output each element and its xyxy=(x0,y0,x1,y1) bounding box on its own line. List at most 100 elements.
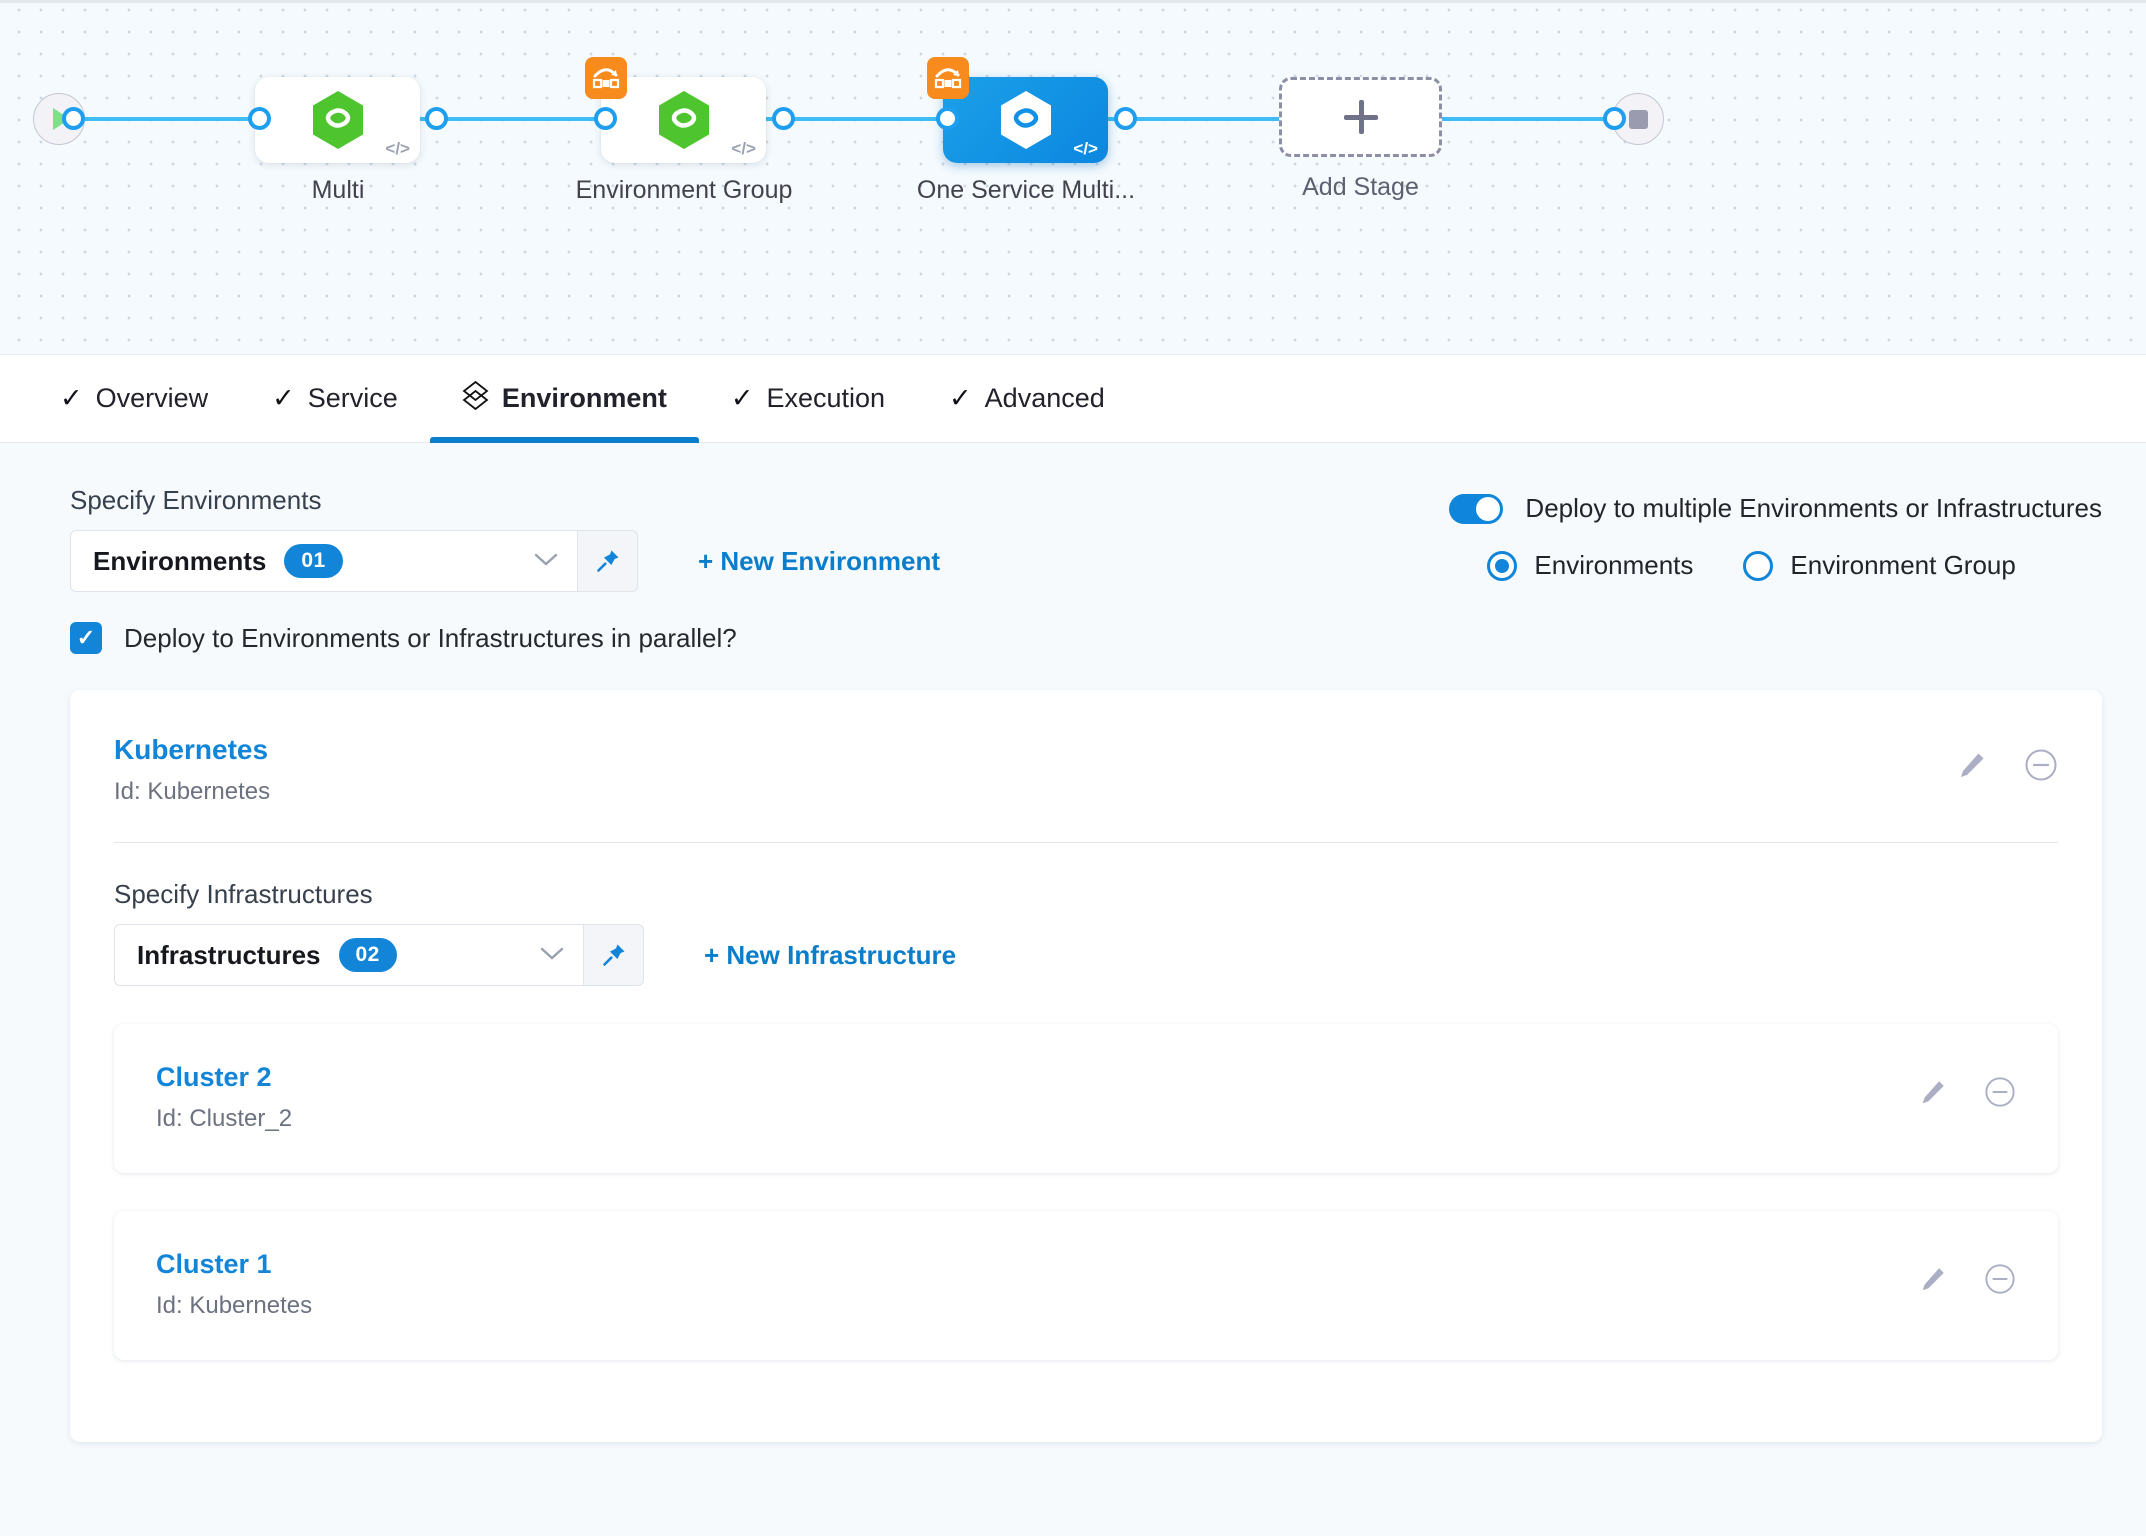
tab-execution[interactable]: ✓ Execution xyxy=(699,355,917,443)
minus-circle-icon xyxy=(1985,1077,2015,1107)
harness-hex-icon xyxy=(312,91,363,149)
multi-deploy-toggle-label: Deploy to multiple Environments or Infra… xyxy=(1525,493,2102,523)
parallel-deploy-row[interactable]: ✓ Deploy to Environments or Infrastructu… xyxy=(0,592,2146,654)
tab-label: Environment xyxy=(501,383,667,413)
new-environment-link[interactable]: + New Environment xyxy=(698,545,940,576)
tab-overview[interactable]: ✓ Overview xyxy=(28,355,240,443)
environments-header-row: Specify Environments Environments 01 xyxy=(0,443,2146,592)
pin-icon xyxy=(596,550,618,572)
edit-infrastructure-button[interactable] xyxy=(1918,1264,1948,1294)
connector-port[interactable] xyxy=(936,107,959,130)
parallel-deploy-checkbox[interactable]: ✓ xyxy=(70,622,102,654)
radio-unselected-icon xyxy=(1743,550,1774,581)
radio-environments[interactable]: Environments xyxy=(1487,550,1693,581)
pin-infrastructures-button[interactable] xyxy=(584,924,644,986)
pin-icon xyxy=(602,944,624,966)
multi-deploy-group: Deploy to multiple Environments or Infra… xyxy=(1449,485,2102,592)
connector-port[interactable] xyxy=(1114,107,1137,130)
matrix-strategy-icon xyxy=(585,57,627,99)
infrastructure-card: Cluster 1 Id: Kubernetes xyxy=(114,1211,2058,1360)
tab-label: Execution xyxy=(766,383,886,413)
infrastructure-id: Id: Kubernetes xyxy=(156,1292,313,1319)
harness-hex-icon xyxy=(658,91,709,149)
check-icon: ✓ xyxy=(730,383,754,413)
pipeline-canvas[interactable]: </> Multi </> Environment Group xyxy=(0,0,2146,355)
multi-deploy-toggle[interactable] xyxy=(1449,493,1504,524)
remove-environment-button[interactable] xyxy=(2024,748,2058,782)
radio-label: Environment Group xyxy=(1790,550,2016,580)
specify-environments-label: Specify Environments xyxy=(70,485,322,515)
environment-panel: Specify Environments Environments 01 xyxy=(0,443,2146,1536)
infrastructures-select-value: Infrastructures xyxy=(137,939,321,970)
layers-icon xyxy=(462,380,489,417)
infrastructures-count-badge: 02 xyxy=(338,938,397,972)
tab-service[interactable]: ✓ Service xyxy=(240,355,430,443)
tab-label: Service xyxy=(307,383,398,413)
environments-count-badge: 01 xyxy=(284,544,343,578)
radio-label: Environments xyxy=(1534,550,1694,580)
matrix-strategy-icon xyxy=(927,57,969,99)
specify-environments-group: Specify Environments Environments 01 xyxy=(70,485,940,592)
pencil-icon xyxy=(1961,753,1984,777)
environments-select[interactable]: Environments 01 xyxy=(70,530,578,592)
pipeline-wire xyxy=(1022,117,1287,121)
infrastructure-name[interactable]: Cluster 1 xyxy=(156,1249,272,1279)
infrastructure-id: Id: Cluster_2 xyxy=(156,1105,293,1132)
tab-advanced[interactable]: ✓ Advanced xyxy=(917,355,1137,443)
pipeline-wire xyxy=(1434,117,1629,121)
radio-environment-group[interactable]: Environment Group xyxy=(1743,550,2016,581)
chevron-down-icon xyxy=(539,941,565,969)
plus-icon xyxy=(1343,100,1378,134)
pencil-icon xyxy=(1922,1081,1944,1104)
connector-port[interactable] xyxy=(594,107,617,130)
new-infrastructure-link[interactable]: + New Infrastructure xyxy=(704,939,957,970)
specify-infrastructures-group: Specify Infrastructures Infrastructures … xyxy=(114,843,2058,1360)
remove-infrastructure-button[interactable] xyxy=(1984,1076,2016,1108)
specify-infrastructures-label: Specify Infrastructures xyxy=(114,879,373,909)
tab-label: Advanced xyxy=(984,383,1105,413)
pipeline-wire xyxy=(768,117,1028,121)
edit-infrastructure-button[interactable] xyxy=(1918,1077,1948,1107)
connector-port[interactable] xyxy=(248,107,271,130)
minus-circle-icon xyxy=(2025,749,2057,781)
code-icon[interactable]: </> xyxy=(731,139,756,158)
tab-environment[interactable]: Environment xyxy=(429,355,699,443)
stop-icon xyxy=(1628,109,1648,129)
pin-environments-button[interactable] xyxy=(578,530,638,592)
pencil-icon xyxy=(1922,1268,1944,1291)
pipeline-wire xyxy=(72,117,262,121)
connector-port[interactable] xyxy=(62,107,85,130)
card-divider xyxy=(114,842,2058,843)
connector-port[interactable] xyxy=(425,107,448,130)
check-icon: ✓ xyxy=(949,383,972,413)
connector-port[interactable] xyxy=(772,107,795,130)
toggle-knob xyxy=(1476,496,1501,521)
infrastructure-card: Cluster 2 Id: Cluster_2 xyxy=(114,1024,2058,1173)
environment-card: Kubernetes Id: Kubernetes xyxy=(70,690,2102,1442)
chevron-down-icon xyxy=(533,547,559,575)
remove-infrastructure-button[interactable] xyxy=(1984,1263,2016,1295)
minus-circle-icon xyxy=(1985,1264,2015,1294)
environment-name[interactable]: Kubernetes xyxy=(114,734,269,765)
add-stage-label: Add Stage xyxy=(1302,173,1419,201)
check-icon: ✓ xyxy=(60,383,83,413)
stage-tabbar: ✓ Overview ✓ Service Environment ✓ Execu… xyxy=(0,355,2146,443)
stage-label: One Service Multi... xyxy=(916,176,1136,204)
tab-label: Overview xyxy=(95,383,209,413)
check-icon: ✓ xyxy=(272,383,295,413)
environment-id: Id: Kubernetes xyxy=(114,778,271,805)
radio-selected-icon xyxy=(1487,550,1518,581)
check-icon: ✓ xyxy=(76,625,96,650)
environments-select-value: Environments xyxy=(93,545,267,576)
edit-environment-button[interactable] xyxy=(1956,749,1988,781)
stage-label: Multi xyxy=(311,176,365,204)
parallel-deploy-label: Deploy to Environments or Infrastructure… xyxy=(124,622,737,653)
infrastructure-name[interactable]: Cluster 2 xyxy=(156,1062,272,1092)
harness-hex-icon xyxy=(1000,91,1051,149)
stage-label: Environment Group xyxy=(575,176,793,204)
add-stage-button[interactable] xyxy=(1279,77,1442,157)
connector-port[interactable] xyxy=(1603,107,1626,130)
infrastructures-select[interactable]: Infrastructures 02 xyxy=(114,924,584,986)
code-icon[interactable]: </> xyxy=(1073,139,1098,158)
code-icon[interactable]: </> xyxy=(385,139,410,158)
